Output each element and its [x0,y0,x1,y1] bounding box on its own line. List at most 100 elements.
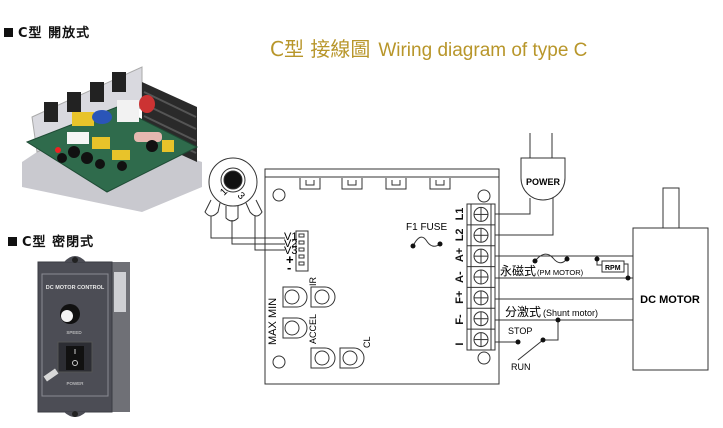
brand-tag [43,368,59,382]
terminal-slots [467,206,495,348]
panel-label: DC MOTOR CONTROL [46,285,105,291]
side-label [114,272,126,312]
sealed-unit-photo: DC MOTOR CONTROL SPEED POWER [37,256,130,417]
pot-pin-3-label: 3 [235,190,247,202]
terminal-label: A+ [454,248,466,262]
connector-block [67,132,89,144]
trimmer-accel[interactable] [310,347,336,369]
panel-border [41,273,109,397]
electrolytic-capacitors [57,140,158,171]
pin-v1-label: V1 [284,231,297,243]
trimmer-max-label: MAX [267,321,279,346]
transistors [44,72,126,122]
trimmer-min-label: MIN [267,298,279,318]
rpm-lead-2 [624,263,629,278]
control-connector[interactable] [295,230,309,272]
connector-pins [298,233,305,266]
mount-hole [477,351,491,365]
transistor-tabs [299,178,451,190]
pin-v3-label: V3 [284,245,297,257]
wire-l2 [495,198,554,236]
trimmer-yellow-2 [112,150,130,160]
power-plug-label: POWER [526,177,561,187]
potentiometer-knob[interactable] [223,170,243,190]
bullet-square-icon [8,237,17,246]
speed-knob[interactable] [61,310,73,322]
switch-off-mark [72,360,78,366]
wire-v1 [210,216,285,239]
power-plug[interactable] [520,157,566,201]
motor-label: DC MOTOR [640,294,700,306]
pot-pin-3 [245,199,263,217]
led [55,147,61,153]
pot-ring [220,167,246,193]
trimmer-ir[interactable] [310,286,336,308]
wire-v2 [231,220,285,245]
terminal-label: L1 [454,208,466,221]
dc-motor [632,227,709,371]
open-type-heading-text: C型 開放式 [18,26,91,41]
mount-hole [272,188,286,202]
pm-motor-label-cn: 永磁式 [500,263,536,278]
bullet-square-icon [4,28,13,37]
terminal-label: F- [454,314,466,325]
pot-pin-1 [204,199,221,217]
trimmer-accel-label: ACCEL [308,314,318,344]
mount-hole-bottom [72,411,78,417]
trimmer-min[interactable] [282,286,308,308]
rpm-sensor [601,260,625,273]
sealed-type-heading-text: C型 密閉式 [22,235,95,250]
terminal-label: I [454,343,466,346]
terminal-label: F+ [454,291,466,304]
run-switch[interactable] [517,339,544,361]
potentiometer-body[interactable] [208,157,258,207]
diagram-title: C型 接線圖 Wiring diagram of type C [270,33,587,62]
yellow-capacitor [72,112,94,126]
fuse-symbol [412,236,441,247]
toroid-coil [139,95,155,113]
wire-l1 [495,198,531,215]
trimmer-ir-label: IR [308,276,318,286]
shunt-motor-label-en: (Shunt motor) [543,308,598,318]
trimmer-yellow [92,137,110,149]
junction-dots [410,241,631,345]
mount-hole [272,355,286,369]
pin-plus-label: + [286,252,294,267]
open-type-heading: C型 開放式 [4,22,90,41]
rpm-label: RPM [605,265,621,272]
stop-label: STOP [508,326,532,336]
blue-capacitor [92,110,112,124]
terminal-label: L2 [454,228,466,241]
wire-v3 [254,216,285,251]
diagram-title-cn: C型 接線圖 [270,37,371,61]
trimmer-max[interactable] [282,317,308,339]
power-label: POWER [66,381,84,386]
terminal-label: A- [454,271,466,283]
sealed-type-heading: C型 密閉式 [8,231,94,250]
fuse-label: F1 FUSE [406,222,447,233]
trimmer-cl[interactable] [339,347,365,369]
pm-motor-label-en: (PM MOTOR) [537,268,584,277]
shunt-motor-label-cn: 分激式 [505,305,541,319]
run-label: RUN [511,362,531,372]
trimmer-cl-label: CL [362,336,372,348]
diagram-title-en: Wiring diagram of type C [378,40,588,61]
pin-minus-label: - [287,260,291,275]
stop-lead [543,320,559,341]
pin-v2-label: V2 [284,238,297,250]
trimmer-yellow-3 [162,140,174,152]
pot-pin-2 [225,206,239,222]
mount-hole-top [72,257,78,263]
mount-hole [477,189,491,203]
open-board-photo [22,66,202,212]
pm-fuse [534,253,568,264]
speed-label: SPEED [66,330,82,335]
controller-board [264,168,500,385]
white-relay [117,100,139,122]
front-panel [37,261,113,413]
resistor [134,132,162,142]
motor-shaft [662,187,680,229]
power-switch[interactable] [66,346,84,370]
